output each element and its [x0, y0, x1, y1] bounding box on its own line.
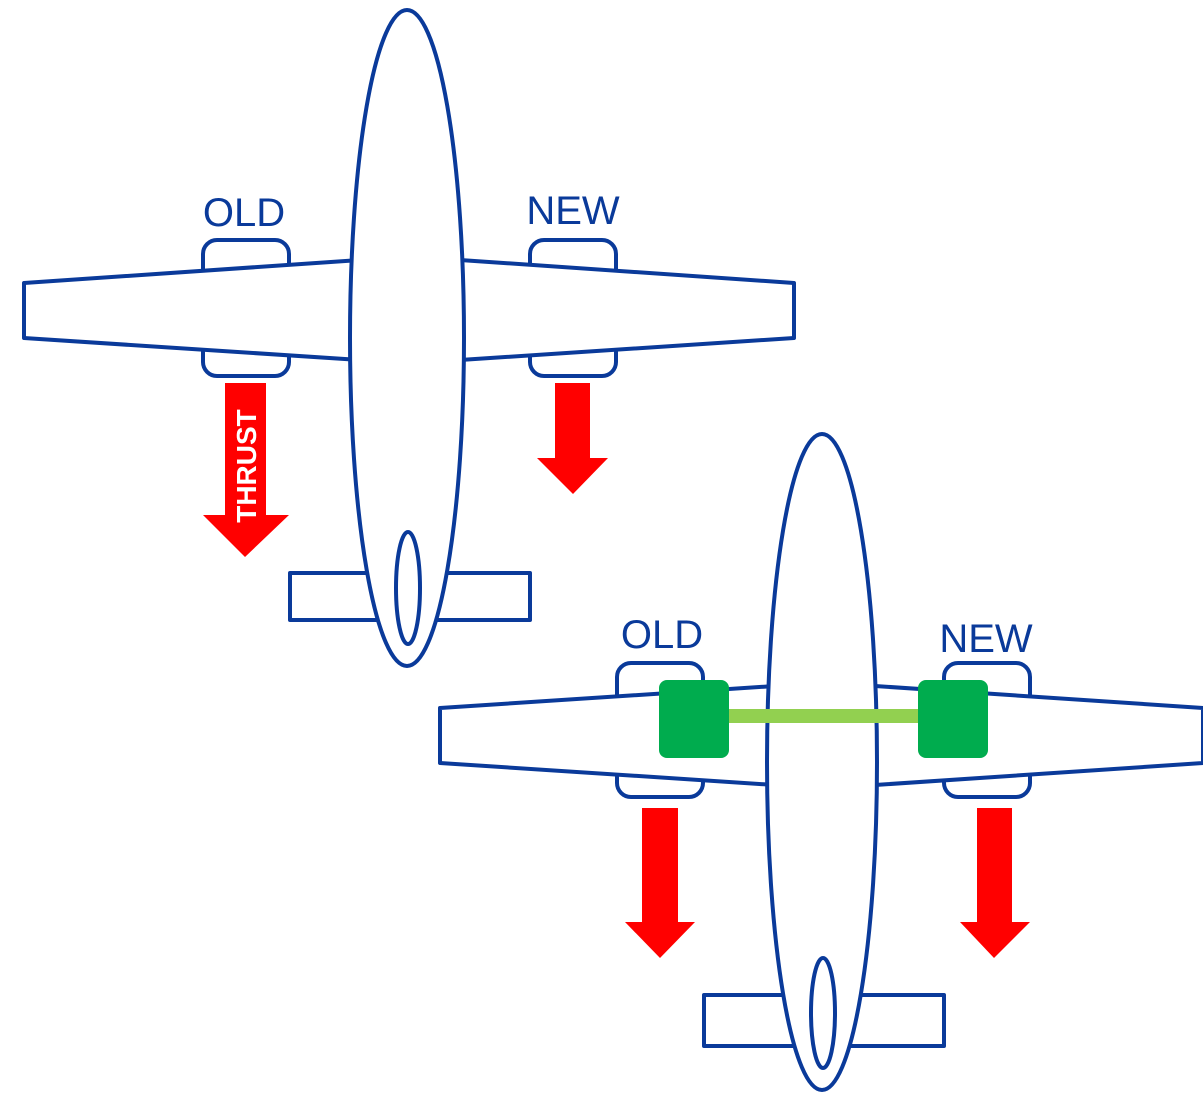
airplane-top-old-label: OLD — [203, 191, 285, 235]
airplane-bottom-right-engine-block — [918, 680, 988, 758]
airplane-top-right-thrust-arrow — [537, 383, 608, 494]
airplane-bottom-fuselage — [765, 432, 879, 1092]
thrust-label: THRUST — [231, 409, 262, 523]
airplane-bottom-old-label: OLD — [621, 613, 703, 657]
airplane-top-fin — [394, 530, 422, 646]
airplane-bottom-right-thrust-arrow — [960, 808, 1030, 958]
airplane-bottom-new-label: NEW — [939, 617, 1033, 661]
airplane-bottom: OLD NEW — [438, 432, 1203, 1092]
engine-link-shaft — [726, 709, 922, 723]
airplane-bottom-left-thrust-arrow — [625, 808, 695, 958]
airplane-top: OLD NEW THRUST — [22, 8, 796, 668]
airplane-top-left-thrust-arrow — [203, 383, 289, 557]
airplane-top-new-label: NEW — [526, 189, 620, 233]
airplane-top-fuselage — [348, 8, 466, 668]
airplane-bottom-left-engine-block — [659, 680, 729, 758]
airplane-bottom-fin — [809, 956, 837, 1070]
